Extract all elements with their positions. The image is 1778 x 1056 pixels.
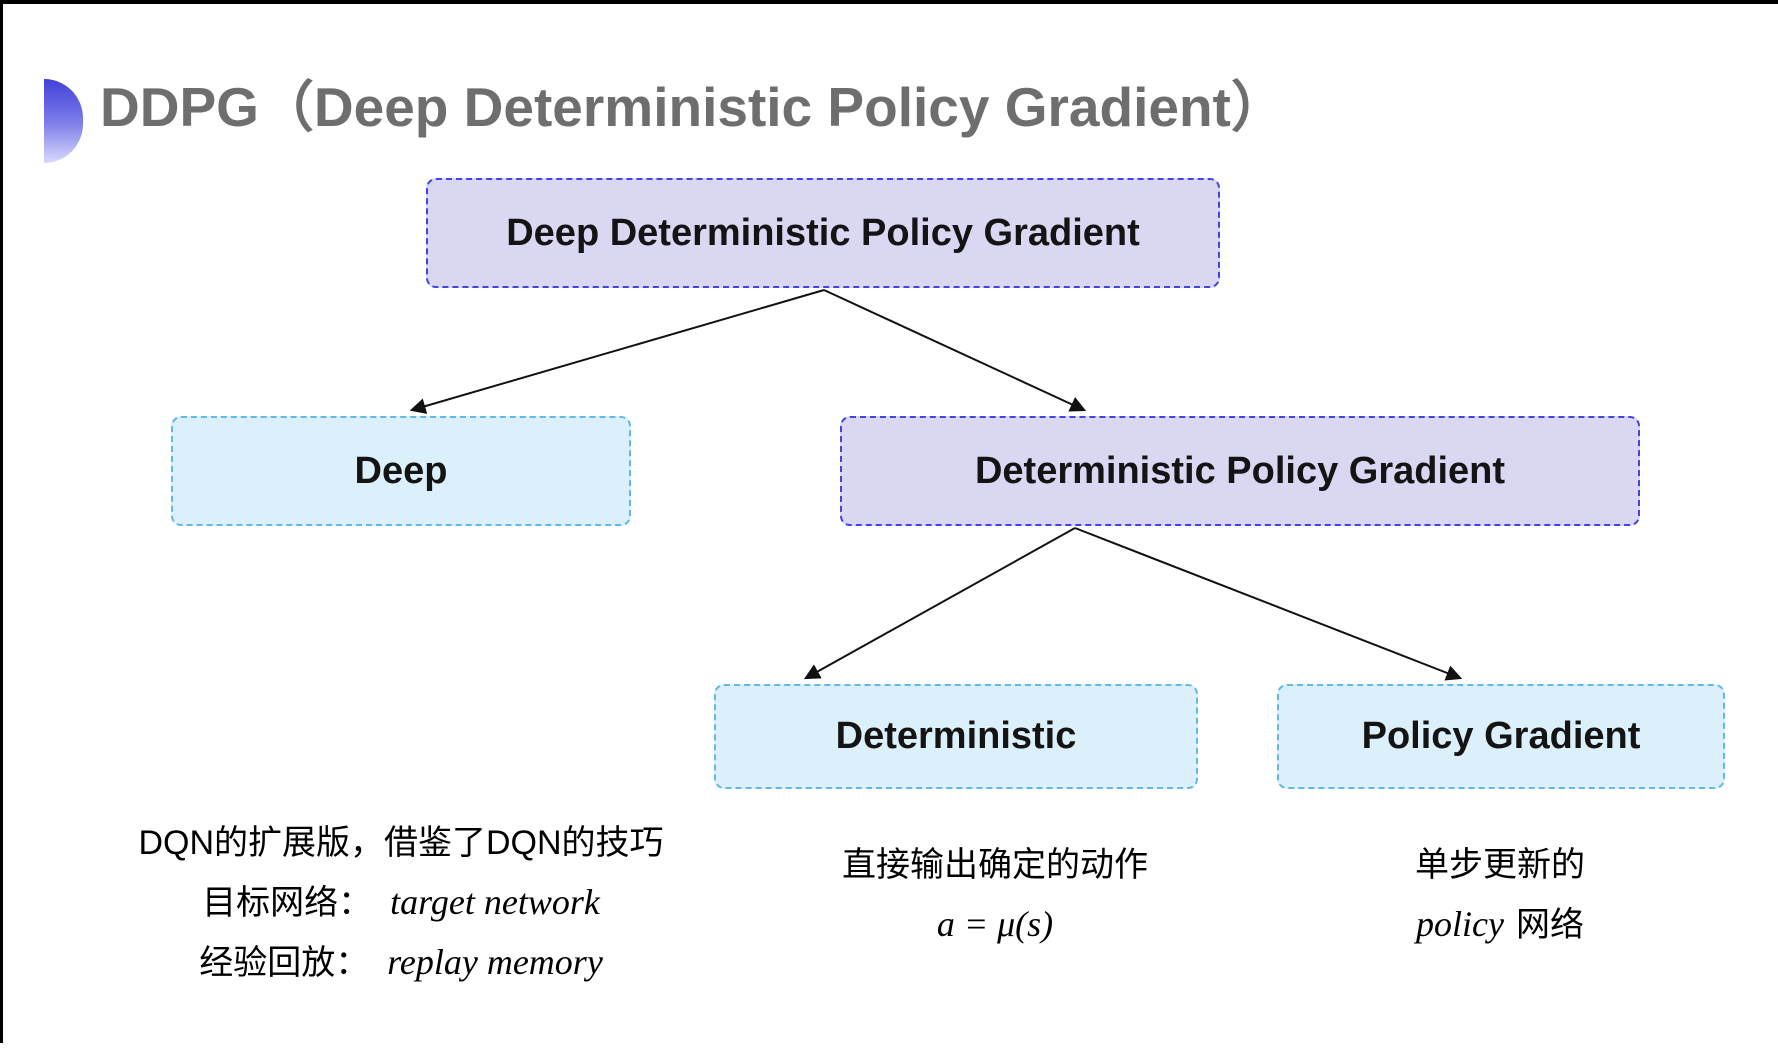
node-label: Deterministic [835, 715, 1077, 757]
note-deterministic-formula: a = μ(s) [936, 904, 1054, 944]
frame-left-line [0, 0, 3, 1043]
node-deterministic-policy-gradient: Deterministic Policy Gradient [840, 416, 1640, 526]
note-deep-line3: 经验回放： replay memory [199, 939, 603, 986]
note-deep: DQN的扩展版，借鉴了DQN的技巧 目标网络： target network 经验… [138, 820, 663, 986]
arrow-dpg-to-policy-gradient [1074, 527, 1463, 681]
node-policy-gradient: Policy Gradient [1277, 684, 1725, 789]
title-bullet-icon [44, 79, 83, 163]
node-deep: Deep [171, 416, 631, 526]
note-deep-line2: 目标网络： target network [202, 879, 600, 926]
node-label: Deep [354, 449, 448, 492]
note-deep-line1: DQN的扩展版，借鉴了DQN的技巧 [138, 824, 664, 862]
note-deep-line3-label: 经验回放： [199, 944, 370, 982]
arrow-dpg-to-deterministic [803, 527, 1076, 680]
note-policy-gradient: 单步更新的 policy 网络 [1415, 842, 1585, 948]
node-deep-deterministic-policy-gradient: Deep Deterministic Policy Gradient [426, 178, 1220, 288]
node-label: Deterministic Policy Gradient [974, 449, 1506, 492]
node-deterministic: Deterministic [714, 684, 1198, 789]
note-deep-line2-term: target network [390, 882, 600, 922]
note-policy-gradient-line2-term: policy [1416, 904, 1504, 944]
note-policy-gradient-line1: 单步更新的 [1415, 846, 1585, 884]
note-deep-line2-label: 目标网络： [202, 884, 373, 922]
note-deterministic: 直接输出确定的动作 a = μ(s) [842, 842, 1148, 947]
arrow-root-to-dpg [823, 289, 1087, 412]
note-policy-gradient-line2: policy 网络 [1416, 901, 1584, 948]
page-title: DDPG（Deep Deterministic Policy Gradient） [100, 76, 1286, 138]
frame-top-line [0, 0, 1778, 4]
note-deterministic-line1: 直接输出确定的动作 [842, 846, 1148, 884]
note-policy-gradient-line2-label: 网络 [1515, 906, 1584, 944]
node-label: Policy Gradient [1361, 715, 1641, 757]
note-deep-line3-term: replay memory [387, 942, 603, 982]
arrow-root-to-deep [409, 289, 825, 414]
node-label: Deep Deterministic Policy Gradient [506, 211, 1140, 254]
